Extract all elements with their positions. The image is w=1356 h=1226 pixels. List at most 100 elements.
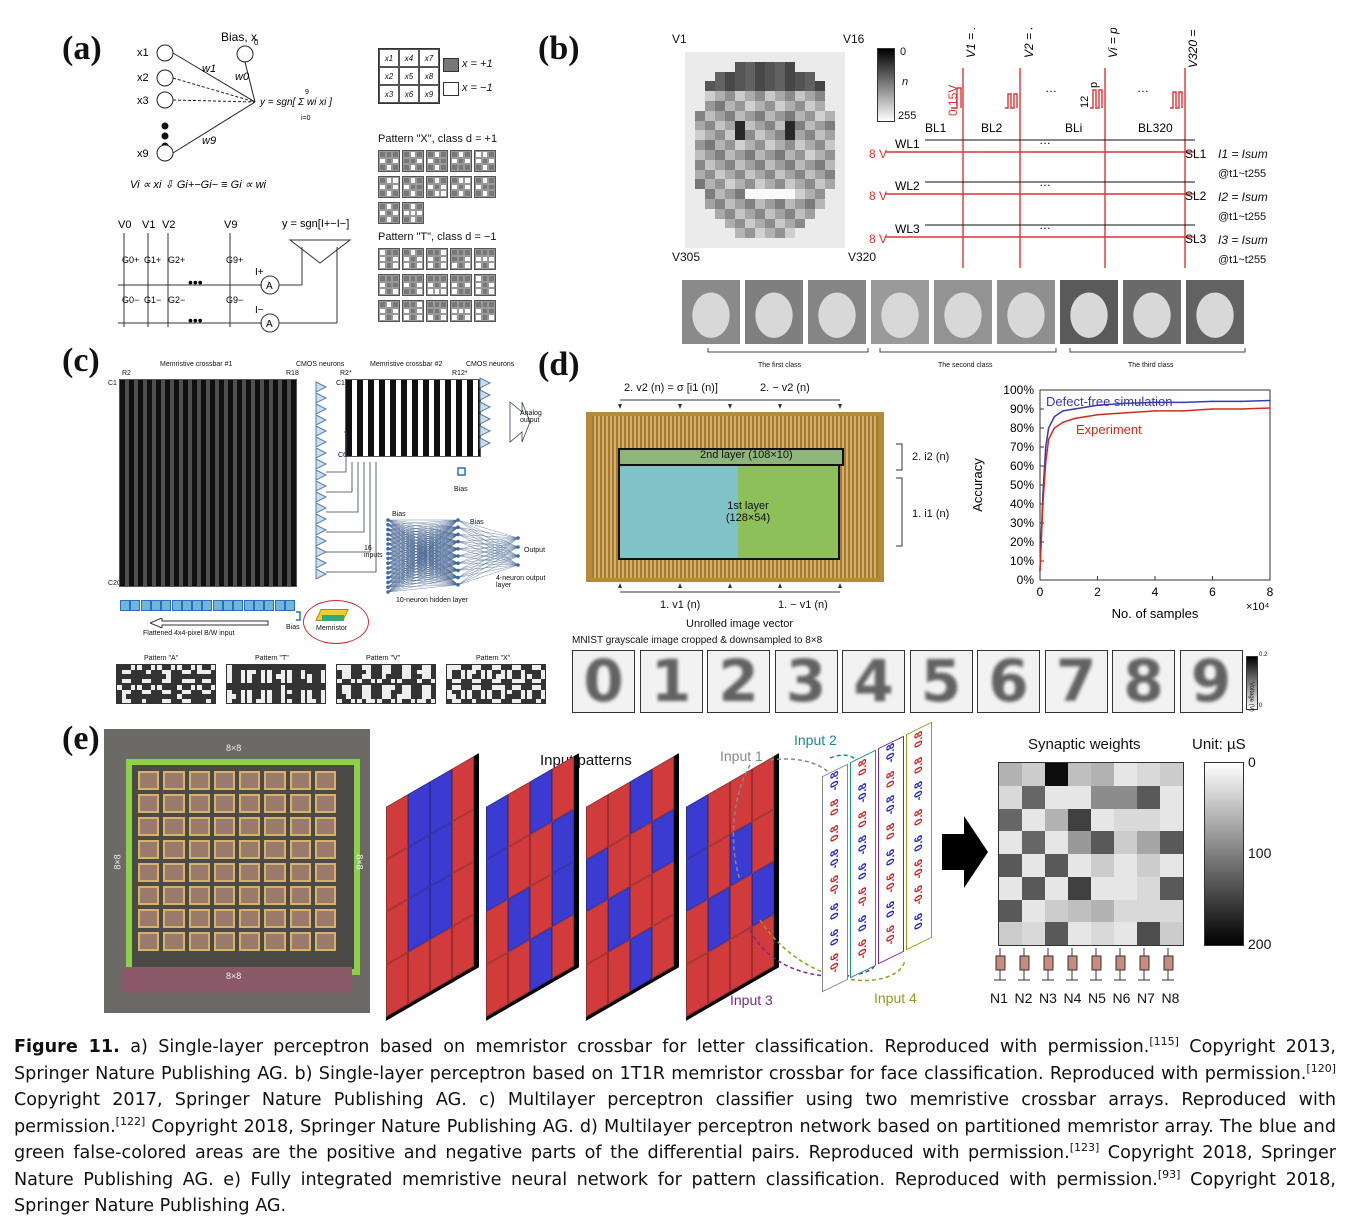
pattern-a-label: Pattern "A" — [144, 655, 179, 662]
pattern-thumbnail — [450, 274, 472, 296]
pattern-thumbnail — [426, 150, 448, 172]
chip-cell — [289, 771, 311, 790]
v0-label: V0 — [118, 219, 131, 231]
svg-text:…: … — [1039, 133, 1051, 147]
neuron-resistor — [1163, 955, 1174, 971]
chip-top-label: 8×8 — [226, 743, 242, 753]
bias-subscript: 0 — [254, 38, 259, 47]
crossbar1-title: Memristive crossbar #1 — [160, 361, 233, 368]
wl1-label: WL1 — [895, 137, 920, 151]
weight-cell — [1114, 763, 1137, 786]
letter-pattern-thumbnail — [466, 684, 486, 704]
weight-cell — [1022, 922, 1045, 945]
sum-upper-bound: 9 — [305, 89, 309, 96]
mnist-digit-glyph: 9 — [1190, 647, 1232, 715]
conductance-value: 0.6 — [857, 912, 869, 934]
weight-cell — [1160, 899, 1183, 923]
input-x2-label: x2 — [137, 72, 149, 84]
pattern-thumbnail — [378, 150, 400, 172]
chip-left-label: 8×8 — [112, 854, 123, 870]
conductance-value: -0.6 — [913, 882, 925, 908]
y-tick-label: 60% — [1010, 459, 1034, 473]
weight-cell — [1022, 899, 1045, 923]
chip-cell — [264, 794, 286, 813]
chip-cell — [138, 794, 160, 813]
pattern-thumbnail — [402, 274, 424, 296]
weight-cell — [1160, 876, 1183, 900]
grid-cell: x5 — [399, 67, 419, 85]
weight-cell — [1022, 831, 1045, 854]
weight-cell — [1091, 899, 1114, 923]
panel-e-label: (e) — [62, 720, 100, 757]
letter-pattern-thumbnail — [486, 664, 506, 684]
series-point — [1182, 401, 1185, 404]
weight-colorbar — [1204, 762, 1244, 946]
panel-c-label: (c) — [62, 342, 100, 379]
series-point — [1044, 461, 1047, 463]
weight-cell — [1091, 876, 1114, 900]
weight-cell — [1091, 763, 1114, 786]
sl2-label: SL2 — [1185, 189, 1207, 203]
svg-text:…: … — [1039, 175, 1051, 189]
v2-top-left-label: 2. v2 (n) = σ [i1 (n)] — [624, 382, 718, 394]
second-layer-label: 2nd layer (108×10) — [700, 449, 793, 461]
neuron-resistor — [1019, 955, 1030, 971]
g2-minus-label: G2− — [168, 295, 185, 305]
neuron-resistor — [995, 955, 1006, 971]
pattern-thumbnail — [426, 176, 448, 198]
i-minus-label: I− — [255, 305, 264, 316]
weight-cell — [1160, 922, 1183, 945]
mnist-digit: 6 — [977, 647, 1040, 715]
v1-bottom-left-label: 1. v1 (n) — [660, 599, 701, 611]
conductance-value: 0.8 — [829, 822, 841, 844]
chip-cell — [289, 886, 311, 905]
series-point — [1125, 402, 1128, 405]
third-class-label: The third class — [1128, 362, 1174, 369]
chip-cell — [163, 932, 185, 951]
pixelated-face-image — [685, 52, 845, 248]
unit-label: Unit: µS — [1192, 736, 1246, 753]
y-tick-label: 80% — [1010, 421, 1034, 435]
colorbar-tick-200: 200 — [1248, 936, 1272, 952]
conductance-value: -0.8 — [857, 780, 869, 806]
face-sample — [1123, 280, 1181, 344]
mnist-digit-glyph: 8 — [1123, 647, 1164, 715]
neuron-resistor — [1067, 955, 1078, 971]
letter-pattern-thumbnail — [176, 684, 196, 704]
v2-top-right-label: 2. − v2 (n) — [760, 382, 810, 394]
mnist-digit-glyph: 0 — [583, 647, 624, 715]
caption-ref-d: [123] — [1069, 1141, 1100, 1155]
face-sample — [871, 280, 929, 344]
letter-pattern-thumbnail — [116, 664, 136, 684]
row-r2: R2 — [122, 370, 131, 377]
voltage-axis-label: Voltage (V) — [1248, 682, 1254, 712]
bl320-label: BL320 — [1138, 121, 1173, 135]
chip-cell — [213, 863, 235, 882]
conductance-value: 0.6 — [857, 860, 869, 882]
neuron-label: N7 — [1137, 990, 1155, 1006]
weight-cell — [1160, 808, 1183, 832]
input-pattern-tile — [486, 753, 579, 1021]
letter-pattern-thumbnail — [376, 684, 396, 704]
crossbar-circuit-a: V0 V1 V2 V9 y = sgn[I+−I−] AA G0+ G1+ G2… — [118, 218, 352, 333]
g0-plus-label: G0+ — [122, 255, 139, 265]
i2-current-label: I2 = Isum — [1218, 190, 1268, 204]
pattern-x-title: Pattern "X", class d = +1 — [378, 133, 498, 145]
chip-cell — [314, 817, 336, 836]
series-point — [1062, 410, 1064, 412]
y-tick-label: 20% — [1010, 535, 1034, 549]
mnist-digit: 0 — [572, 647, 635, 715]
letter-pattern-thumbnail — [446, 664, 466, 684]
letter-pattern-thumbnail — [246, 684, 266, 704]
bli-label: BLi — [1065, 121, 1082, 135]
face-sample — [808, 280, 866, 344]
input-pixel-square — [181, 600, 192, 611]
letter-pattern-thumbnail — [486, 684, 506, 704]
grid-cell: x7 — [419, 49, 439, 67]
bottom-input-arrows — [618, 583, 842, 593]
weight-cell — [1045, 899, 1068, 923]
conductance-value: 0.6 — [885, 898, 897, 920]
input-pixel-square — [161, 600, 172, 611]
pattern-t-label: Pattern "T" — [255, 655, 289, 662]
